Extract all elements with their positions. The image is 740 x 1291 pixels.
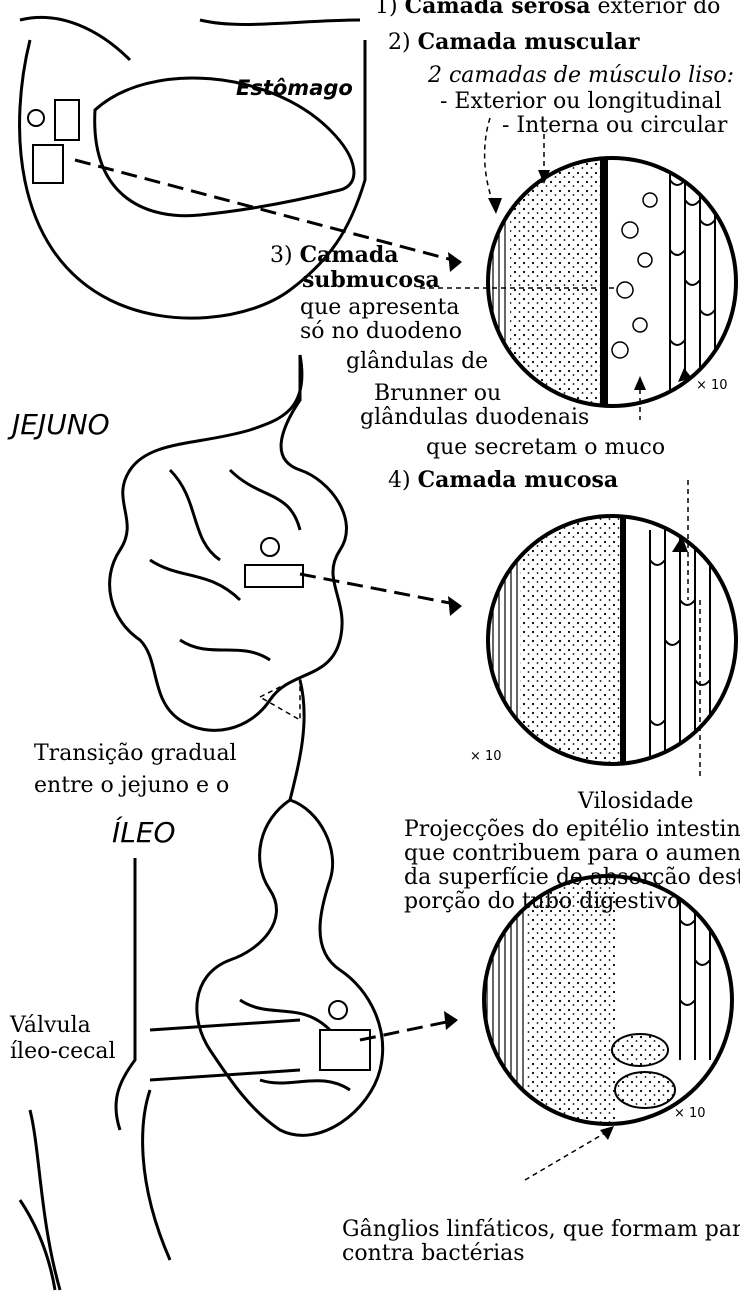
muscular-title: Camada muscular (418, 29, 640, 55)
ileum-label: ÍLEO (112, 818, 176, 848)
muscle-layers-subtitle: 2 camadas de músculo liso: (428, 64, 734, 88)
villi-text-3: da superfície de absorção dest (404, 866, 740, 890)
transition-text-1: Transição gradual (34, 742, 237, 766)
submucosa-text-4: Brunner ou (374, 382, 501, 406)
villi-text-2: que contribuem para o aumen (404, 842, 740, 866)
submucosa-label-line1: 3) Camada (270, 243, 399, 268)
longitudinal-muscle-label: - Exterior ou longitudinal (440, 90, 722, 114)
submucosa-text-2: só no duodeno (300, 320, 462, 344)
ileum-coils (197, 800, 383, 1135)
transition-text-2: entre o jejuno e o (34, 774, 229, 798)
submucosa-text-1: que apresenta (300, 296, 459, 320)
lymph-nodes-text-2: contra bactérias (342, 1242, 525, 1266)
villi-text-4: porção do tubo digestivo (404, 890, 680, 914)
submucosa-title-2: submucosa (302, 268, 440, 292)
submucosa-text-5: glândulas duodenais (360, 406, 589, 430)
muscular-layer-label: 2) Camada muscular (388, 30, 639, 55)
mucosa-layer-label: 4) Camada mucosa (388, 468, 618, 493)
muscular-number: 2) (388, 30, 411, 55)
magnification-label-1: × 10 (696, 374, 728, 398)
valve-label-1: Válvula (10, 1014, 91, 1038)
serosa-number: 1) (375, 0, 398, 19)
circular-muscle-label: - Interna ou circular (502, 114, 727, 138)
submucosa-number: 3) (270, 243, 293, 268)
submucosa-text-6: que secretam o muco (426, 436, 665, 460)
villi-title: Vilosidade (578, 790, 693, 814)
serosa-layer-label: 1) Camada serosa exterior do (375, 0, 720, 19)
magnification-label-3: × 10 (674, 1102, 706, 1126)
stomach-label: Estômago (236, 76, 353, 100)
serosa-title: Camada serosa (405, 0, 591, 19)
submucosa-title-1: Camada (300, 242, 399, 268)
serosa-description: exterior do (597, 0, 720, 19)
mucosa-number: 4) (388, 468, 411, 493)
jejunum-label: JEJUNO (12, 410, 110, 440)
colon-drawing (20, 858, 300, 1290)
mucosa-title: Camada mucosa (418, 467, 619, 493)
valve-label-2: íleo-cecal (10, 1040, 116, 1064)
submucosa-text-3: glândulas de (346, 350, 488, 374)
lymph-nodes-text-1: Gânglios linfáticos, que formam par (342, 1218, 740, 1242)
magnification-label-2: × 10 (470, 745, 502, 769)
duodenum-sample (28, 100, 79, 183)
villi-text-1: Projecções do epitélio intestin (404, 818, 740, 842)
